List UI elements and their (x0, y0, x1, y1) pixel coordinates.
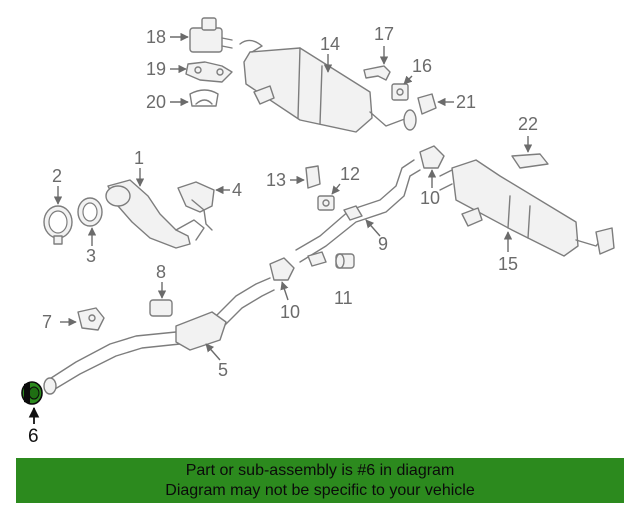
part-10-clamp-upper[interactable] (419, 145, 445, 169)
part-10-clamp-lower[interactable] (269, 257, 295, 281)
leader-10-lower (280, 281, 289, 301)
part-6-gasket-highlighted[interactable] (21, 381, 43, 405)
callout-8: 8 (156, 262, 166, 282)
part-22-trim[interactable] (511, 153, 549, 169)
part-4-heat-shield[interactable] (177, 181, 215, 231)
callout-2: 2 (52, 166, 62, 186)
part-11-bushing[interactable] (335, 253, 355, 269)
leader-16 (403, 75, 413, 85)
callout-21: 21 (456, 92, 476, 112)
part-17-hanger[interactable] (363, 65, 391, 81)
part-5-front-pipe[interactable] (43, 277, 275, 395)
callout-1: 1 (134, 148, 144, 168)
callout-11: 11 (334, 288, 353, 308)
callout-22: 22 (518, 114, 538, 134)
banner-line-1: Part or sub-assembly is #6 in diagram (185, 462, 455, 479)
leader-12 (331, 183, 341, 195)
callout-17: 17 (374, 24, 394, 44)
callout-16: 16 (412, 56, 432, 76)
banner-line-2: Diagram may not be specific to your vehi… (165, 482, 475, 499)
callout-15: 15 (498, 254, 518, 274)
part-2-gasket-ring[interactable] (43, 205, 73, 245)
callout-10-lower: 10 (280, 302, 300, 322)
callout-3: 3 (86, 246, 96, 266)
callout-18: 18 (146, 27, 166, 47)
part-21-tail-tip[interactable] (417, 93, 437, 115)
callout-6: 6 (28, 426, 39, 447)
leader-9 (365, 219, 381, 237)
part-13-bracket[interactable] (305, 165, 321, 189)
part-19-bracket[interactable] (185, 61, 233, 83)
callout-12: 12 (340, 164, 360, 184)
part-12-mount[interactable] (317, 195, 335, 211)
part-18-sensor[interactable] (189, 17, 233, 53)
callout-19: 19 (146, 59, 166, 79)
callout-7: 7 (42, 312, 52, 332)
info-banner: Part or sub-assembly is #6 in diagram Di… (16, 458, 624, 503)
part-15-rear-muffler[interactable] (439, 159, 615, 257)
callout-14: 14 (320, 34, 340, 54)
part-14-rear-muffler[interactable] (239, 39, 417, 133)
callout-13: 13 (266, 170, 286, 190)
callout-20: 20 (146, 92, 166, 112)
callout-9: 9 (378, 234, 388, 254)
part-20-clamp[interactable] (189, 89, 219, 107)
part-3-gasket[interactable] (77, 197, 103, 227)
exhaust-parts-diagram: 18 19 20 14 17 16 21 (21, 17, 615, 447)
leader-5 (205, 343, 221, 361)
part-1-catalytic-converter[interactable] (105, 179, 205, 249)
part-16-rubber-mount[interactable] (391, 83, 409, 101)
callout-5: 5 (218, 360, 228, 380)
part-7-hanger[interactable] (77, 307, 105, 331)
callout-10-upper: 10 (420, 188, 440, 208)
callout-4: 4 (232, 180, 242, 200)
part-9-intermediate-pipe[interactable] (295, 159, 421, 267)
part-8-bushing[interactable] (149, 299, 173, 317)
